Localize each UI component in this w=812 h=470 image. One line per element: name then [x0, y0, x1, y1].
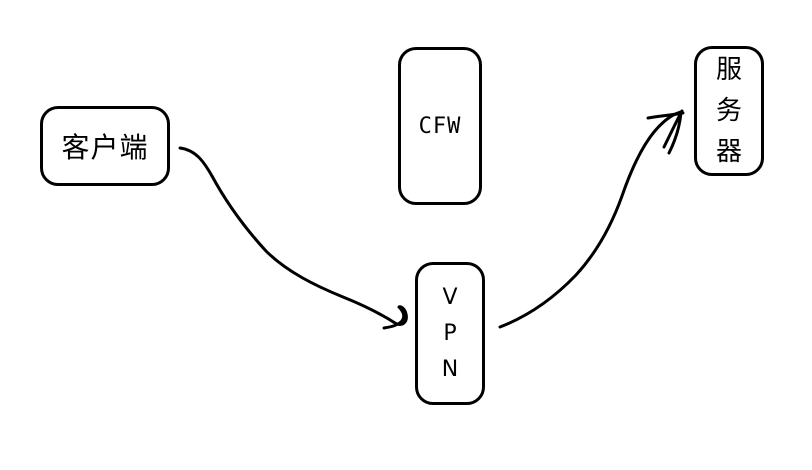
vpn-label: V P N: [441, 284, 459, 382]
arrow-vpn-to-server: [498, 110, 683, 329]
server-label: 服 务 器: [715, 54, 742, 167]
cfw-label: CFW: [418, 113, 462, 139]
server-node: 服 务 器: [694, 46, 764, 176]
client-label: 客户端: [61, 131, 149, 164]
client-node: 客户端: [40, 106, 170, 186]
cfw-node: CFW: [398, 47, 482, 205]
arrow-head-server: [646, 109, 685, 155]
vpn-node: V P N: [415, 262, 485, 405]
arrow-client-to-vpn: [178, 146, 408, 330]
